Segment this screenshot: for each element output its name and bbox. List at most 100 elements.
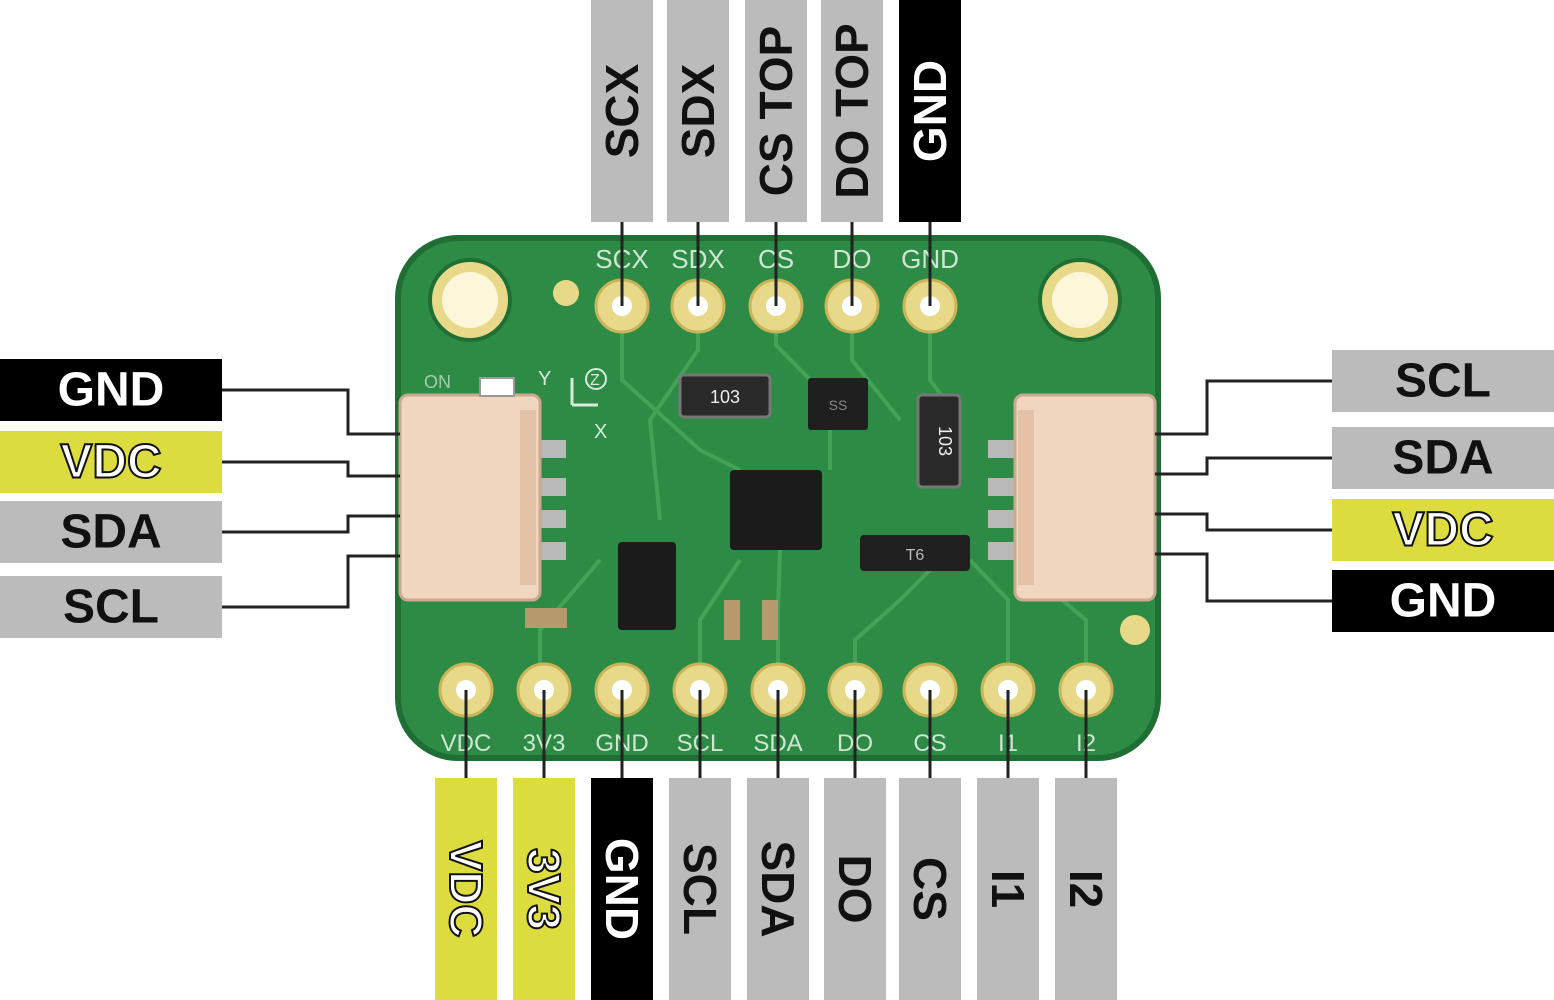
right-stemma-connector <box>988 393 1157 602</box>
right-label-vdc: VDC <box>1332 499 1554 561</box>
label-background <box>1332 350 1554 412</box>
label-text: DO <box>829 855 881 924</box>
top-label-cs-top: CS TOP <box>745 0 807 222</box>
leader-line <box>1155 512 1332 532</box>
axis-z-circle-icon <box>585 368 607 390</box>
label-background <box>745 0 807 222</box>
bottom-label-scl: SCL <box>669 778 731 1000</box>
top-label-scx: SCX <box>591 0 653 222</box>
regulator-chip <box>618 542 676 630</box>
bottom-header-pads <box>438 662 1114 718</box>
label-text: GND <box>904 60 956 162</box>
bottom-label-i2: I2 <box>1055 778 1117 1000</box>
label-text: VDC <box>1392 504 1493 557</box>
label-text: VDC <box>60 436 161 489</box>
right-pin-labels: SCL SDA VDC GND <box>1332 350 1554 632</box>
label-text: SDA <box>60 506 161 559</box>
resistor-network-a-label: 103 <box>710 387 740 407</box>
right-label-sda: SDA <box>1332 427 1554 489</box>
bottom-label-do: DO <box>824 778 886 1000</box>
label-background <box>824 778 886 1000</box>
right-label-scl: SCL <box>1332 350 1554 412</box>
leader-line <box>1155 379 1332 436</box>
label-background <box>0 501 222 563</box>
left-label-gnd: GND <box>0 359 222 421</box>
leader-line <box>1155 456 1332 476</box>
label-background <box>899 0 961 222</box>
pin-leader-lines <box>222 222 1332 778</box>
label-text: SDA <box>1392 432 1493 485</box>
axis-arrows-icon <box>570 378 598 407</box>
diode: T6 <box>860 535 970 571</box>
via-pad <box>553 280 579 306</box>
leader-line <box>222 554 400 609</box>
leader-line <box>222 514 400 534</box>
label-background <box>0 576 222 638</box>
right-label-gnd: GND <box>1332 570 1554 632</box>
top-label-gnd: GND <box>899 0 961 222</box>
capacitor <box>762 600 778 640</box>
label-background <box>435 778 497 1000</box>
left-label-sda: SDA <box>0 501 222 563</box>
bottom-label-vdc: VDC <box>435 778 497 1000</box>
label-background <box>977 778 1039 1000</box>
leader-line <box>222 388 400 436</box>
label-background <box>0 431 222 493</box>
bottom-pin-labels: VDC 3V3 GND SCL SDA DO CS I1 I2 <box>435 778 1117 1000</box>
label-background <box>0 359 222 421</box>
small-ic: SS <box>808 378 868 430</box>
label-background <box>667 0 729 222</box>
bottom-label-gnd: GND <box>591 778 653 1000</box>
leader-line <box>1155 552 1332 603</box>
label-text: SCX <box>596 63 648 158</box>
label-background <box>1332 499 1554 561</box>
label-text: GND <box>1390 575 1497 628</box>
label-text: 3V3 <box>518 848 570 930</box>
label-text: SCL <box>1395 355 1491 408</box>
sensor-chip <box>730 470 822 550</box>
label-text: SDA <box>752 840 804 937</box>
bottom-label-cs: CS <box>899 778 961 1000</box>
left-stemma-connector <box>398 393 566 602</box>
resistor-network-b-label: 103 <box>935 426 955 456</box>
led <box>479 377 515 397</box>
label-background <box>899 778 961 1000</box>
label-text: SCL <box>674 843 726 935</box>
top-pin-labels: SCX SDX CS TOP DO TOP GND <box>591 0 961 222</box>
left-label-vdc: VDC <box>0 431 222 493</box>
bottom-label-sda: SDA <box>747 778 809 1000</box>
label-text: CS TOP <box>750 26 802 196</box>
axis-y-label: Y <box>538 368 551 390</box>
label-background <box>821 0 883 222</box>
small-ic-label: SS <box>829 397 848 413</box>
on-label: ON <box>424 372 451 392</box>
label-text: I2 <box>1060 870 1112 908</box>
capacitor <box>525 608 567 628</box>
resistor-network-a: 103 <box>678 373 772 419</box>
label-background <box>591 778 653 1000</box>
via-pad <box>1120 615 1150 645</box>
leader-line <box>222 460 400 478</box>
label-text: CS <box>904 857 956 921</box>
mounting-hole <box>442 272 498 328</box>
label-text: VDC <box>440 840 492 937</box>
label-background <box>1055 778 1117 1000</box>
label-background <box>591 0 653 222</box>
label-text: I1 <box>982 870 1034 908</box>
top-label-sdx: SDX <box>667 0 729 222</box>
label-text: GND <box>58 364 165 417</box>
mounting-hole <box>1052 272 1108 328</box>
capacitor <box>724 600 740 640</box>
resistor-network-b: 103 <box>916 393 962 489</box>
label-text: DO TOP <box>826 23 878 199</box>
bottom-label-i1: I1 <box>977 778 1039 1000</box>
label-text: SCL <box>63 581 159 634</box>
label-background <box>669 778 731 1000</box>
label-text: GND <box>596 838 648 940</box>
axis-x-label: X <box>594 421 607 443</box>
label-background <box>513 778 575 1000</box>
diode-label: T6 <box>906 547 925 564</box>
